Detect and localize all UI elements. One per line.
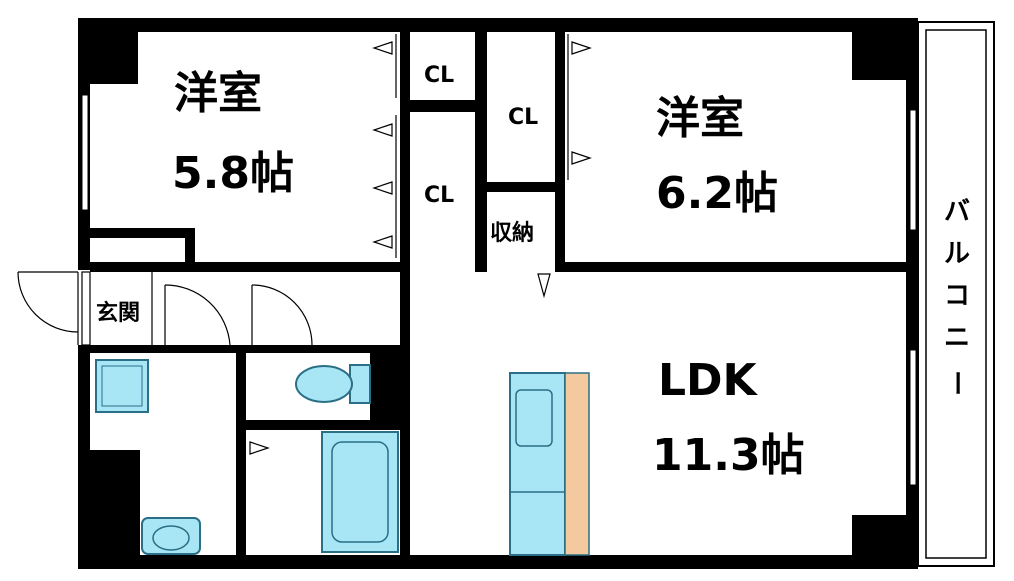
balcony bbox=[917, 21, 995, 567]
washbasin bbox=[141, 517, 201, 555]
sliding-doors bbox=[200, 34, 890, 272]
kitchen-counter bbox=[509, 372, 590, 556]
balcony-label: バ ル コ ニ ー bbox=[941, 197, 971, 396]
svg-text:バ: バ bbox=[944, 197, 970, 227]
closet-1-label: CL bbox=[424, 63, 454, 88]
closet-2-label: CL bbox=[424, 183, 454, 208]
western-room-2-size: 6.2帖 bbox=[656, 168, 778, 219]
closet-3-label: CL bbox=[508, 105, 538, 130]
western-room-2-name: 洋室 bbox=[656, 93, 744, 144]
svg-text:ニ: ニ bbox=[944, 323, 970, 353]
exterior-walls bbox=[78, 18, 918, 569]
ldk-name: LDK bbox=[658, 355, 759, 406]
western-room-1-name: 洋室 bbox=[174, 68, 262, 119]
toilet bbox=[295, 364, 371, 404]
washing-machine bbox=[95, 359, 149, 413]
ldk-size: 11.3帖 bbox=[652, 430, 805, 481]
svg-text:ー: ー bbox=[941, 370, 971, 396]
windows bbox=[81, 94, 917, 486]
svg-text:コ: コ bbox=[944, 281, 970, 311]
western-room-1-size: 5.8帖 bbox=[172, 148, 294, 199]
entrance-label: 玄関 bbox=[96, 300, 140, 326]
svg-text:ル: ル bbox=[944, 239, 970, 269]
entrance-door bbox=[17, 271, 313, 346]
bathtub bbox=[321, 431, 399, 553]
closet-door-arrows bbox=[249, 41, 592, 455]
interior-walls bbox=[90, 32, 906, 555]
storage-label: 収納 bbox=[490, 220, 534, 246]
